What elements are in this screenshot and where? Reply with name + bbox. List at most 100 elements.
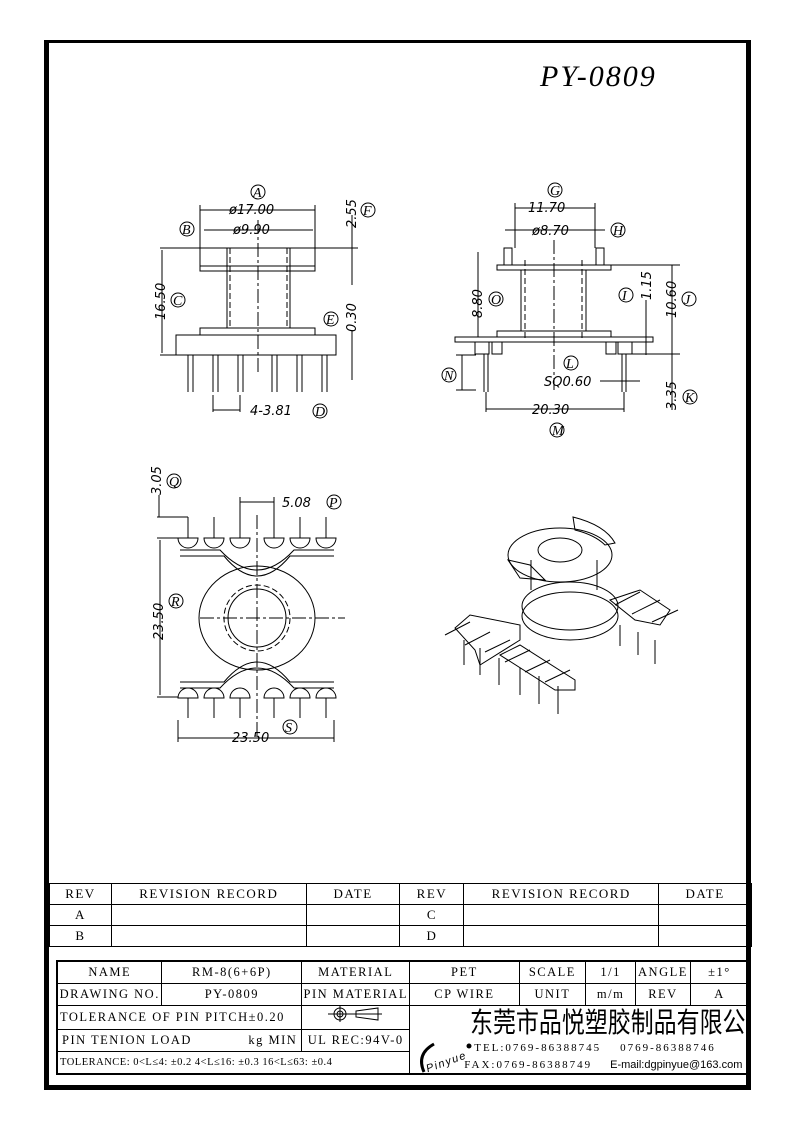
drawing-no-label: DRAWING NO. [56, 983, 163, 1006]
dim-R: 23.50 [152, 603, 167, 640]
dim-S: 23.50 [232, 731, 269, 746]
svg-text:Pinyue: Pinyue [425, 1049, 469, 1074]
label-K: K [684, 391, 695, 406]
table-row: A C [49, 904, 752, 926]
name-value: RM-8(6+6P) [161, 960, 303, 984]
projection-symbol [301, 1005, 411, 1030]
label-G: G [550, 184, 560, 199]
company-block: Pinyue 东莞市品悦塑胶制品有限公司 TEL:0769-86388745 0… [409, 1005, 750, 1075]
record-cell [463, 925, 660, 947]
top-pins-lower [177, 687, 337, 718]
header-rev: REV [49, 883, 112, 905]
side-view [454, 203, 680, 412]
material-value: PET [409, 960, 520, 984]
label-A: A [252, 186, 262, 201]
record-cell [463, 904, 660, 926]
front-labels: A ø17.00 B ø9.90 C 16.50 D 4-3.81 E 0.30… [154, 184, 376, 420]
header-rev: REV [399, 883, 465, 905]
record-cell [110, 904, 307, 926]
header-revision-record: REVISION RECORD [110, 883, 307, 905]
label-H: H [612, 224, 624, 239]
general-tolerance: TOLERANCE: 0<L≤4: ±0.2 4<L≤16: ±0.3 16<L… [56, 1051, 411, 1075]
pin-pitch-tolerance: TOLERANCE OF PIN PITCH±0.20 [56, 1005, 303, 1030]
unit-value: m/m [585, 983, 636, 1006]
dim-F: 2.55 [345, 199, 360, 228]
dim-B: ø9.90 [232, 223, 270, 238]
dim-D: 4-3.81 [250, 404, 292, 419]
angle-value: ±1° [689, 960, 750, 984]
dim-A: ø17.00 [228, 203, 274, 218]
date-cell [305, 904, 401, 926]
date-cell [658, 925, 752, 947]
pin-material-value: CP WIRE [409, 983, 520, 1006]
label-J: J [684, 293, 691, 308]
title-block: NAME RM-8(6+6P) MATERIAL PET SCALE 1/1 A… [56, 960, 750, 1075]
label-C: C [173, 294, 183, 309]
pinyue-logo-icon: Pinyue [420, 1042, 472, 1074]
name-label: NAME [56, 960, 163, 984]
dim-I: 1.15 [640, 271, 655, 300]
revision-header-row: REV REVISION RECORD DATE REV REVISION RE… [49, 883, 752, 905]
revision-table: REV REVISION RECORD DATE REV REVISION RE… [49, 883, 752, 947]
pin-material-label: PIN MATERIAL [301, 983, 411, 1006]
header-date: DATE [305, 883, 401, 905]
scale-value: 1/1 [585, 960, 636, 984]
label-O: O [491, 293, 501, 308]
label-L: L [565, 357, 574, 372]
dim-G: 11.70 [528, 201, 565, 216]
table-row: B D [49, 925, 752, 947]
rev-cell: D [399, 925, 465, 947]
date-cell [658, 904, 752, 926]
record-cell [110, 925, 307, 947]
angle-label: ANGLE [634, 960, 691, 984]
top-pins-upper [177, 517, 337, 549]
dim-Q: 3.05 [150, 466, 165, 495]
top-labels: P 5.08 Q 3.05 R 23.50 S 23.50 [150, 466, 342, 746]
dim-H: ø8.70 [531, 224, 569, 239]
label-I: I [621, 289, 628, 304]
isometric-view [444, 516, 679, 714]
rev-cell: A [49, 904, 112, 926]
front-pins [187, 355, 328, 392]
dim-E: 0.30 [345, 303, 360, 332]
dim-L: SQ0.60 [544, 375, 591, 390]
label-E: E [325, 313, 335, 328]
drawing-no-value: PY-0809 [161, 983, 303, 1006]
label-B: B [182, 223, 191, 238]
drawing-title: PY-0809 [540, 60, 657, 93]
unit-label: UNIT [518, 983, 587, 1006]
top-view [157, 495, 345, 742]
label-M: M [551, 424, 565, 439]
drawing-frame [44, 40, 751, 1090]
label-N: N [443, 369, 454, 384]
rev-label: REV [634, 983, 691, 1006]
label-D: D [314, 405, 325, 420]
third-angle-projection-icon [327, 1006, 382, 1022]
front-view [160, 205, 358, 412]
label-Q: Q [169, 475, 179, 490]
dim-O: 8.80 [471, 289, 486, 318]
material-label: MATERIAL [301, 960, 411, 984]
date-cell [305, 925, 401, 947]
label-R: R [170, 595, 180, 610]
dim-M: 20.30 [532, 403, 569, 418]
technical-drawing: A ø17.00 B ø9.90 C 16.50 D 4-3.81 E 0.30… [150, 182, 698, 746]
company-tel2: 0769-86388746 [620, 1042, 716, 1054]
dim-C: 16.50 [154, 283, 169, 320]
company-email: E-mail:dgpinyue@163.com [610, 1059, 743, 1071]
scale-label: SCALE [518, 960, 587, 984]
company-tel: TEL:0769-86388745 0769-86388746 [474, 1042, 716, 1054]
dim-P: 5.08 [282, 496, 311, 511]
label-S: S [285, 721, 292, 736]
rev-value: A [689, 983, 750, 1006]
ul-rec: UL REC:94V-0 [301, 1029, 411, 1052]
company-name: 东莞市品悦塑胶制品有限公司 [470, 1006, 749, 1039]
rev-cell: B [49, 925, 112, 947]
side-labels: G 11.70 H ø8.70 I 1.15 J 10.60 K 3.35 L … [441, 182, 698, 439]
header-revision-record: REVISION RECORD [463, 883, 660, 905]
label-F: F [362, 204, 372, 219]
dim-J: 10.60 [665, 281, 680, 318]
header-date: DATE [658, 883, 752, 905]
